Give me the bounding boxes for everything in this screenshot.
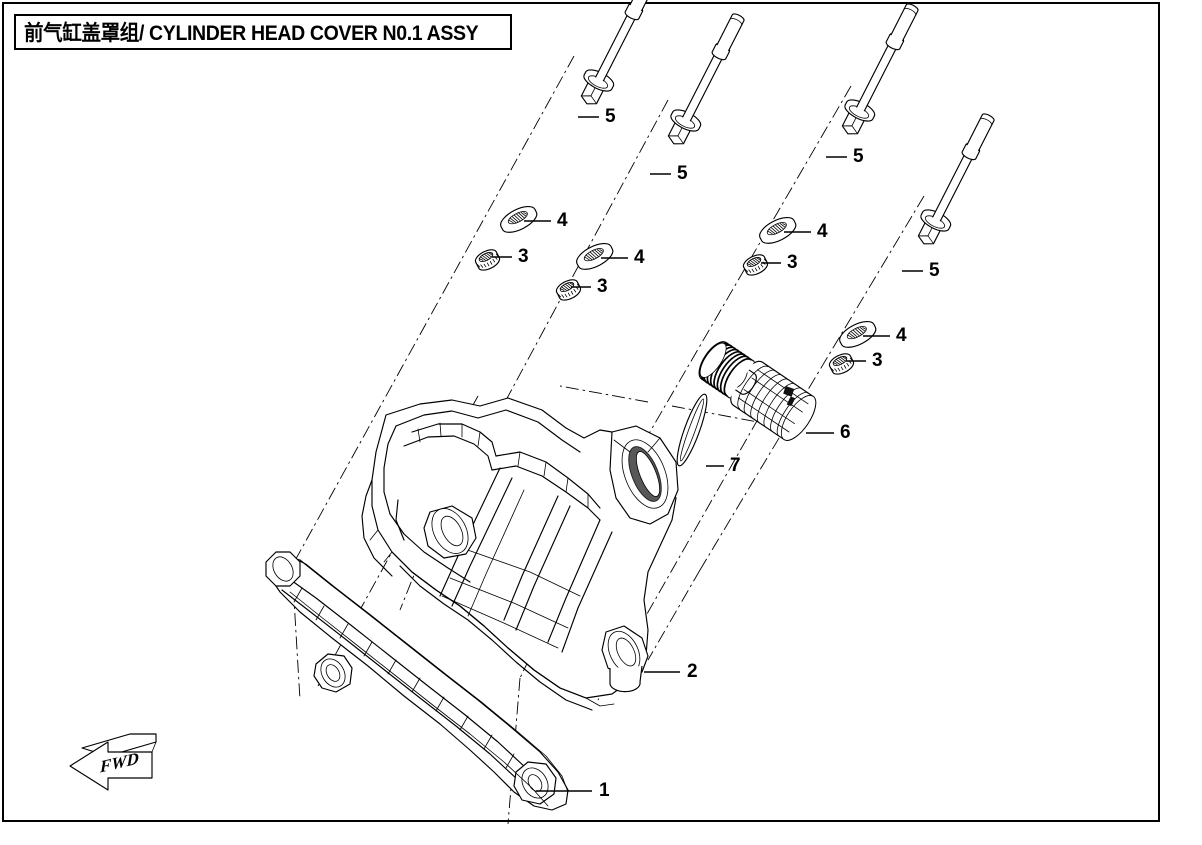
flange-bolt-5c: [833, 0, 928, 142]
callout-label-4b: 4: [634, 247, 645, 268]
callout-label-6: 6: [840, 422, 851, 443]
flange-bolt-5a: [572, 0, 667, 112]
callout-label-3a: 3: [518, 246, 529, 267]
callout-label-5c: 5: [853, 146, 864, 167]
bolt-seal-3a: [472, 246, 503, 274]
flat-washer-4b: [572, 238, 617, 275]
callout-label-4c: 4: [817, 221, 828, 242]
callout-label-5b: 5: [677, 163, 688, 184]
callout-label-4a: 4: [557, 210, 568, 231]
bolt-boss-right: [601, 625, 649, 693]
bolt-seal-3d: [826, 350, 857, 378]
callout-label-1: 1: [599, 780, 610, 801]
callout-label-2: 2: [687, 661, 698, 682]
page-title: 前气缸盖罩组/ CYLINDER HEAD COVER N0.1 ASSY: [24, 22, 479, 45]
flat-washer-4c: [755, 212, 800, 249]
flange-bolt-5b: [659, 7, 754, 152]
flat-washer-4a: [496, 201, 541, 238]
callout-label-3d: 3: [872, 350, 883, 371]
callout-label-3b: 3: [597, 276, 608, 297]
fwd-label: FWD: [100, 748, 139, 777]
bolt-seal-3c: [740, 251, 771, 279]
callout-label-4d: 4: [896, 325, 907, 346]
bolt-assembly-b: [553, 7, 754, 304]
gasket-eye-left: [265, 551, 301, 587]
fwd-orientation-marker: FWD: [62, 732, 172, 798]
flange-bolt-5d: [909, 107, 1004, 252]
callout-leader-lines: [492, 116, 923, 792]
fwd-arrow-icon: [69, 733, 157, 791]
gasket-eye-mid: [313, 653, 353, 693]
callout-label-5d: 5: [929, 260, 940, 281]
title-box: 前气缸盖罩组/ CYLINDER HEAD COVER N0.1 ASSY: [14, 14, 512, 50]
callout-label-3c: 3: [787, 252, 798, 273]
callout-label-7: 7: [730, 455, 741, 476]
bolt-assembly-c: [740, 0, 928, 279]
cylinder-head-cover-2: [361, 397, 679, 711]
callout-label-5a: 5: [605, 106, 616, 127]
bolt-seal-3b: [553, 276, 584, 304]
cylinder-head-cover-gasket-1: [265, 551, 569, 811]
filler-boss: [609, 425, 679, 525]
gasket-eye-right: [513, 761, 557, 805]
flat-washer-4d: [835, 316, 880, 353]
o-ring-7: [676, 393, 708, 467]
bolt-boss-left: [423, 505, 477, 559]
oil-filler-cap-6: [698, 341, 817, 441]
